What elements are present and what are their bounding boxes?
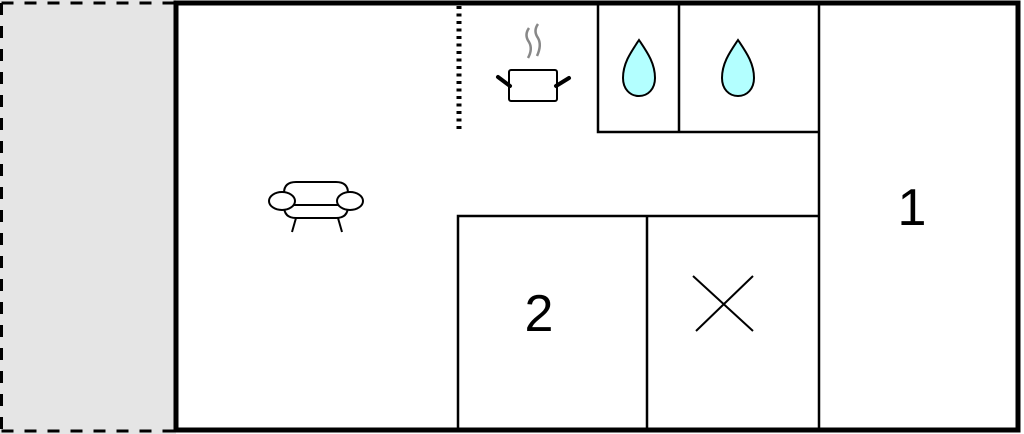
cross-icon [692,275,754,332]
sofa-icon [268,181,364,233]
water-drop-icon [720,38,756,98]
bedroom-1-label: 1 [898,179,927,237]
interior-walls [456,3,821,430]
cooking-pot-icon [496,23,571,102]
water-drop-icon [621,38,657,98]
terrace-area [0,0,176,434]
bedroom-2-label: 2 [525,285,554,343]
